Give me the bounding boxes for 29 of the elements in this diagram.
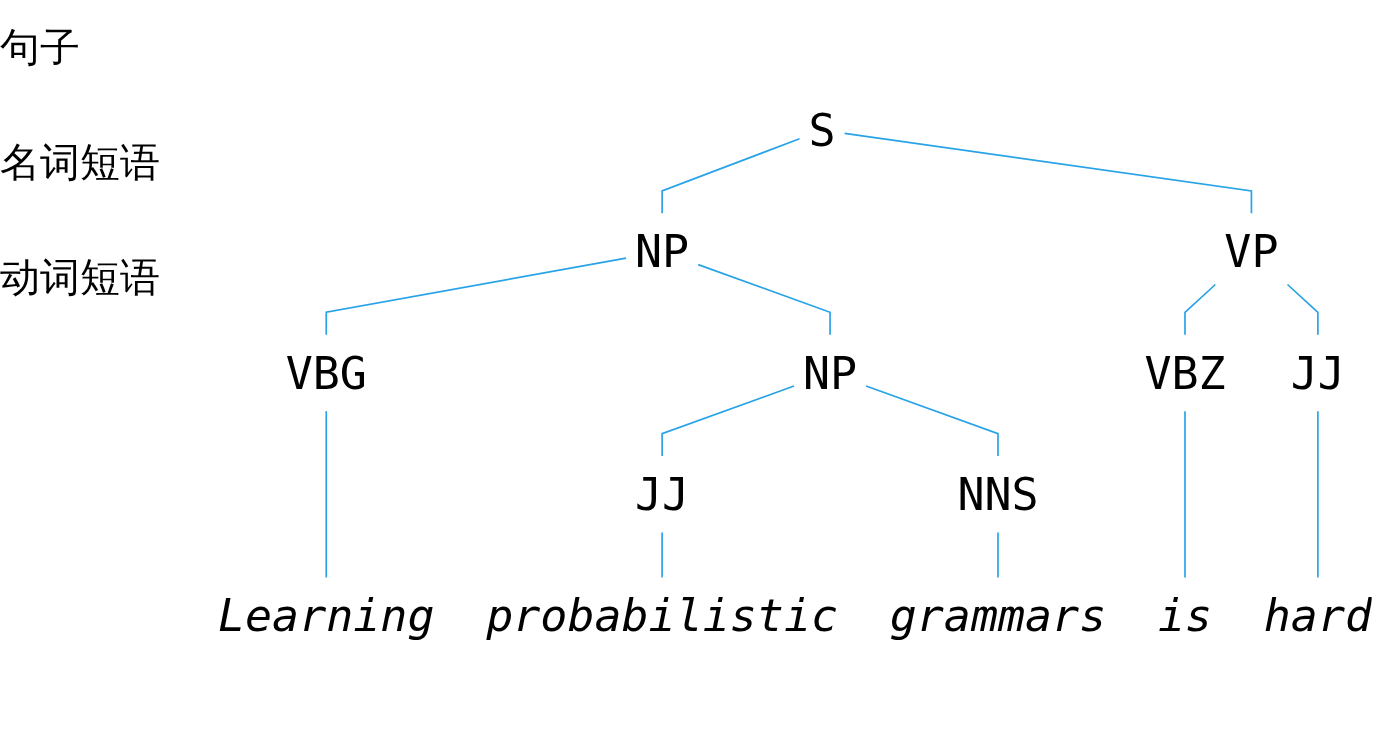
- connector: [865, 385, 999, 457]
- connector: [325, 257, 627, 336]
- connector: [661, 385, 795, 457]
- node-text: VP: [1224, 225, 1279, 278]
- node-text: probabilistic: [486, 589, 839, 642]
- node-text: NP: [635, 225, 690, 278]
- connector: [1184, 283, 1217, 336]
- level-label: 名词短语: [0, 138, 160, 187]
- node-text: grammars: [889, 589, 1107, 642]
- node-text: JJ: [1290, 347, 1345, 399]
- connector: [661, 137, 801, 215]
- connector: [661, 531, 663, 579]
- connector: [843, 132, 1253, 215]
- node-text: is: [1157, 589, 1213, 642]
- level-label: 动词短语: [0, 253, 160, 302]
- node-text: VBG: [285, 347, 367, 399]
- connector: [1286, 283, 1319, 336]
- connector: [325, 410, 328, 579]
- node-text: JJ: [635, 468, 690, 521]
- connector: [997, 531, 999, 579]
- connector: [1317, 410, 1319, 579]
- connector: [1184, 410, 1186, 579]
- node-text: VBZ: [1144, 347, 1226, 399]
- node-text: S: [808, 104, 836, 157]
- node-text: NNS: [957, 468, 1039, 521]
- node-text: NP: [802, 347, 858, 399]
- node-text: Learning: [218, 589, 435, 642]
- level-label: 句子: [0, 23, 80, 72]
- connector: [697, 263, 831, 336]
